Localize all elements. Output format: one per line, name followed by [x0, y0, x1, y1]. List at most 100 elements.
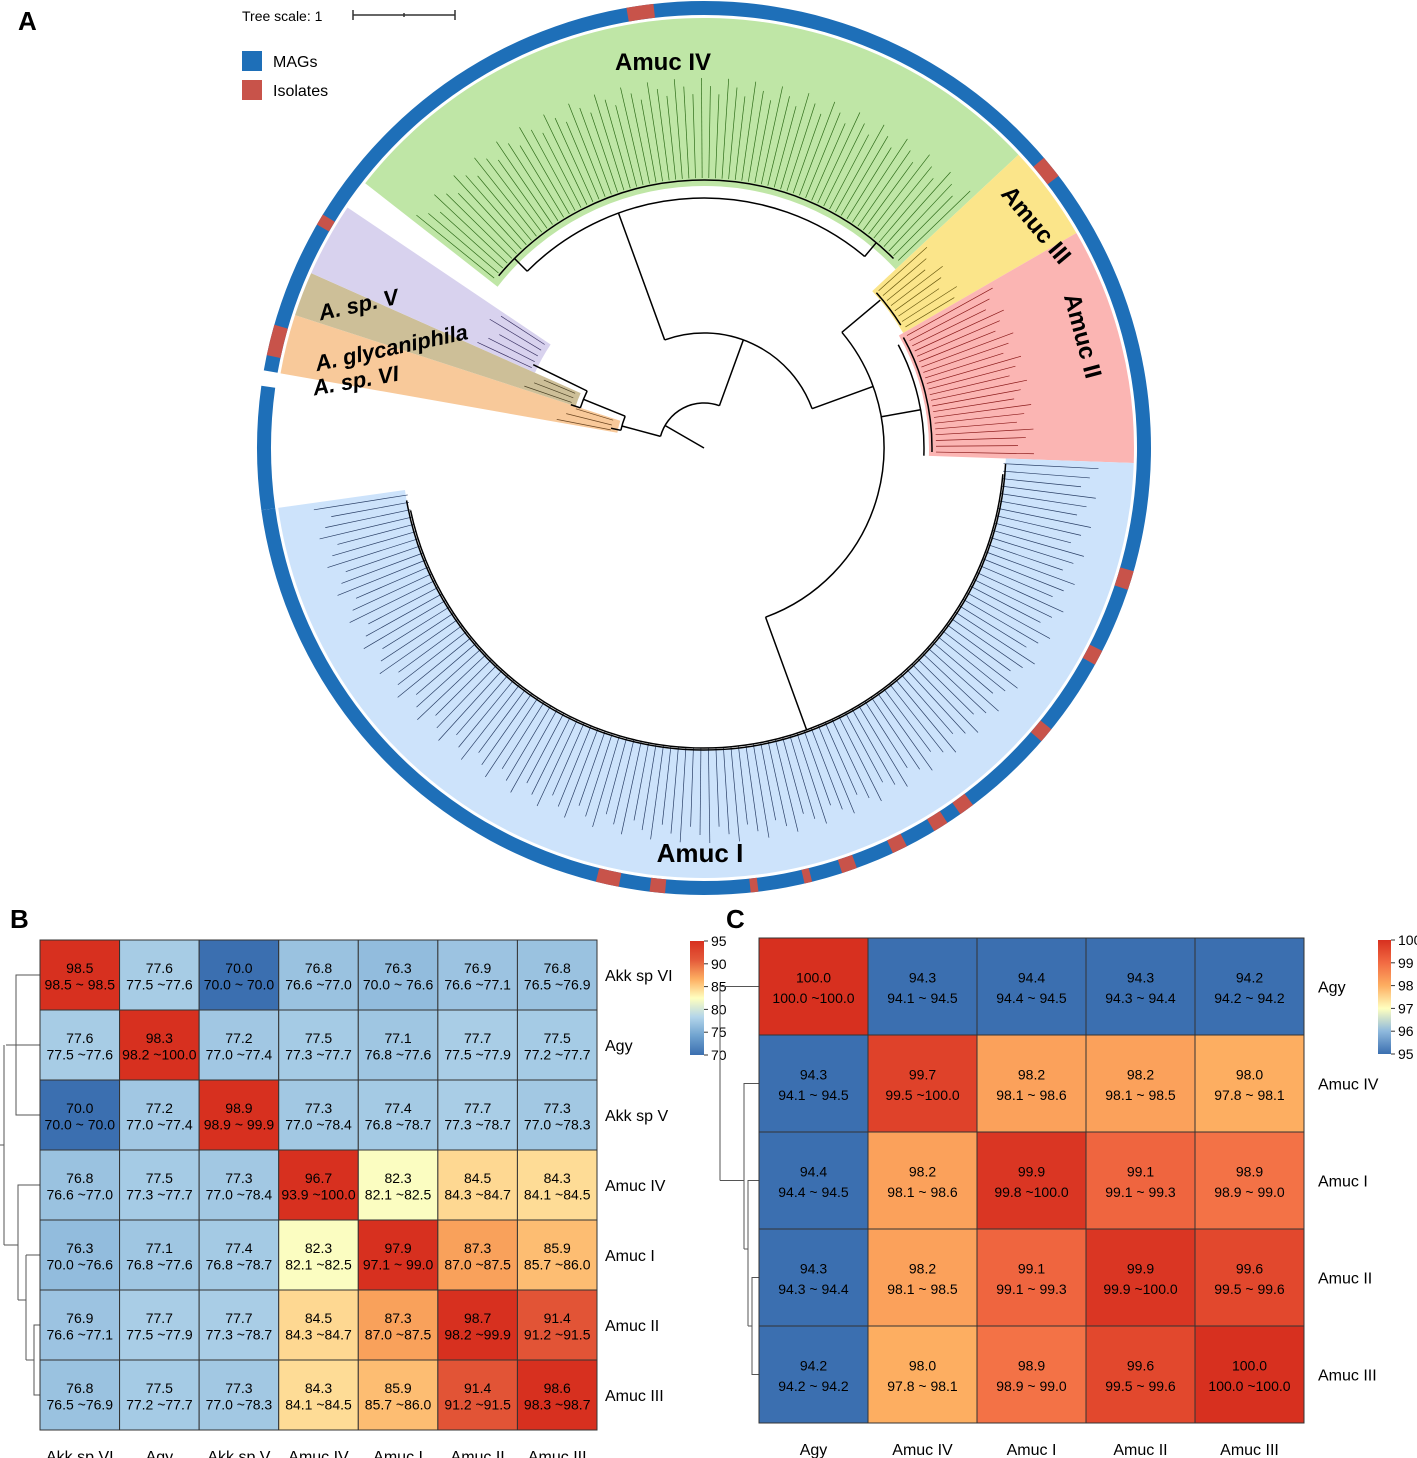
leaf-label	[840, 136, 889, 216]
heatmap-cell	[516, 1359, 598, 1431]
leaf-label	[526, 713, 565, 784]
heatmap-cell	[198, 1009, 280, 1081]
leaf-label	[895, 678, 957, 753]
leaf-label	[780, 93, 810, 190]
leaf-label	[922, 653, 987, 714]
leaf-label	[914, 309, 1004, 352]
heatmap-cell	[278, 1009, 359, 1081]
leaf-label	[893, 195, 953, 256]
leaf-label	[923, 342, 1009, 373]
source-ring	[256, 1, 1151, 896]
cell-value: 94.2	[1236, 970, 1263, 986]
leaf-label	[976, 572, 1064, 613]
colorbar-tick-label: 80	[711, 1001, 727, 1017]
tree-branch	[664, 332, 813, 409]
column-label: Amuc III	[1220, 1442, 1279, 1458]
row-label: Amuc III	[605, 1388, 664, 1405]
cell-range: 77.3 ~77.7	[126, 1187, 193, 1203]
row-label: Agy	[1318, 980, 1346, 997]
leaf-label	[877, 692, 933, 771]
heatmap-cell	[1194, 937, 1305, 1036]
colorbar-tick-label: 98	[1398, 978, 1414, 994]
leaf-label	[878, 247, 928, 292]
cell-value: 85.9	[384, 1380, 411, 1396]
cell-range: 98.1 ~ 98.6	[996, 1087, 1067, 1103]
tree-branch	[532, 364, 588, 392]
cell-range: 77.5 ~77.9	[126, 1327, 193, 1343]
leaf-label	[760, 86, 783, 185]
cell-value: 91.4	[544, 1310, 571, 1326]
leaf-label	[438, 669, 503, 741]
cell-range: 94.1 ~ 94.5	[778, 1087, 849, 1103]
leaf-label	[327, 538, 419, 568]
leaf-label	[673, 79, 683, 179]
cell-range: 94.1 ~ 94.5	[887, 990, 958, 1006]
cell-value: 94.3	[1127, 970, 1154, 986]
leaf-label	[721, 78, 730, 179]
cell-range: 70.0 ~76.6	[47, 1257, 114, 1273]
heatmap-cell	[516, 1079, 598, 1151]
cell-range: 76.8 ~78.7	[206, 1257, 273, 1273]
heatmap-cell	[976, 937, 1087, 1036]
leaf-label	[917, 658, 974, 715]
leaf-label	[530, 129, 576, 211]
leaf-label	[585, 733, 613, 817]
colorbar-tick-label: 85	[711, 979, 727, 995]
cell-range: 99.1 ~ 99.3	[1105, 1184, 1176, 1200]
legend-swatch-mags	[242, 51, 262, 71]
leaf-label	[863, 161, 914, 231]
leaf-label	[973, 579, 1053, 618]
leaf-label	[878, 178, 934, 243]
leaf-label	[864, 701, 908, 769]
leaf-label	[868, 154, 930, 235]
panel-a-tree: A Tree scale: 1 MAGs Isolates Amuc IVAmu…	[18, 1, 1151, 896]
heatmap-cell	[516, 1219, 598, 1291]
cell-value: 98.0	[1236, 1067, 1263, 1083]
cell-range: 99.5 ~ 99.6	[1105, 1378, 1176, 1394]
heatmap-cell	[198, 1359, 280, 1431]
tree-branch	[875, 292, 902, 326]
cell-value: 100.0	[796, 970, 831, 986]
cell-range: 84.1 ~84.5	[524, 1187, 591, 1203]
cell-range: 99.1 ~ 99.3	[996, 1281, 1067, 1297]
leaf-label	[829, 134, 869, 210]
cell-value: 84.3	[305, 1380, 332, 1396]
cell-range: 98.1 ~ 98.6	[887, 1184, 958, 1200]
leaf-label	[728, 87, 738, 180]
cell-range: 98.2 ~99.9	[444, 1327, 511, 1343]
cell-value: 76.8	[66, 1170, 93, 1186]
leaf-label	[456, 674, 509, 736]
cell-range: 99.8 ~100.0	[994, 1184, 1069, 1200]
cell-range: 98.9 ~ 99.9	[204, 1117, 275, 1133]
cell-range: 70.0 ~ 70.0	[45, 1117, 116, 1133]
cell-value: 84.5	[305, 1310, 332, 1326]
ring-segment-isolate	[837, 854, 857, 874]
leaf-label	[831, 719, 870, 799]
leaf-label	[337, 559, 426, 596]
heatmap-cell	[278, 1289, 359, 1361]
heatmap-cell	[119, 1289, 200, 1361]
heatmap-cell	[119, 1079, 200, 1151]
leaf-label	[805, 112, 841, 198]
leaf-label	[692, 94, 696, 179]
cell-range: 77.3 ~78.7	[206, 1327, 273, 1343]
leaf-label	[543, 379, 576, 394]
dendrogram-branch	[747, 1180, 759, 1326]
cell-range: 97.1 ~ 99.0	[363, 1257, 434, 1273]
cell-range: 94.4 ~ 94.5	[778, 1184, 849, 1200]
cell-range: 94.3 ~ 94.4	[778, 1281, 849, 1297]
leaf-label	[937, 636, 1006, 692]
leaf-label	[817, 112, 861, 204]
heatmap-cell	[758, 1325, 869, 1424]
heatmap-cell	[867, 1228, 978, 1327]
cell-range: 77.2 ~77.7	[126, 1397, 193, 1413]
leaf-label	[341, 552, 424, 584]
heatmap-cell	[1194, 1228, 1305, 1327]
leaf-label	[363, 600, 446, 650]
tree-branch	[405, 463, 1007, 751]
leaf-label	[578, 731, 606, 806]
leaf-label	[990, 537, 1074, 564]
cell-range: 77.0 ~77.4	[206, 1047, 273, 1063]
